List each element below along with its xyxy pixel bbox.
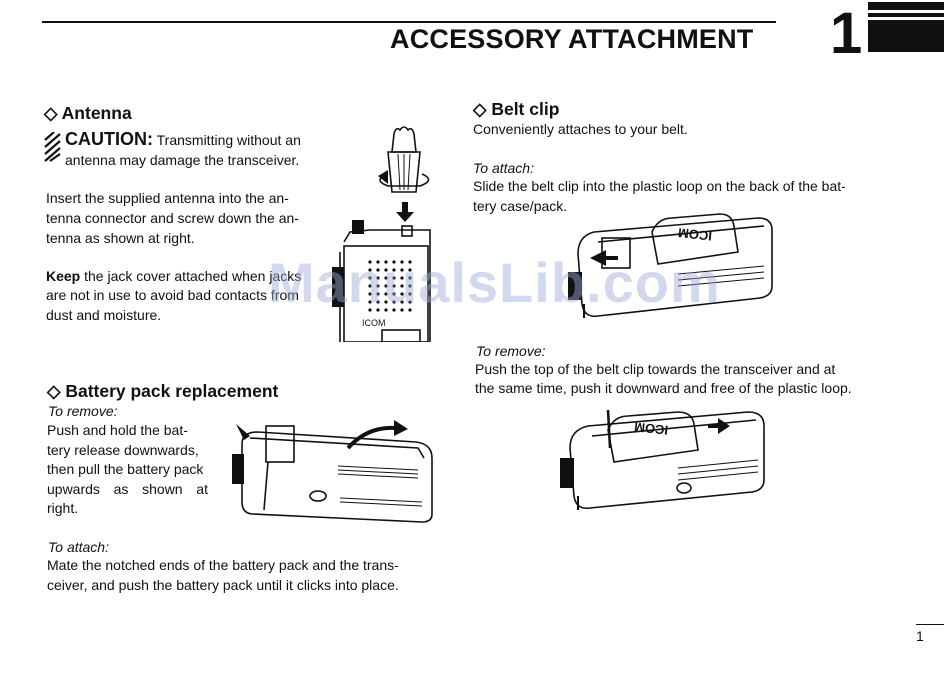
antenna-para1-line1: Insert the supplied antenna into the an- [46,190,289,206]
caution-text-2: antenna may damage the transceiver. [65,152,300,168]
beltclip-attach-line1: Slide the belt clip into the plastic loo… [473,178,846,194]
caution-label: CAUTION: [65,129,153,149]
beltclip-remove-illustration: ICOM [560,409,765,510]
chapter-number: 1 [830,1,863,66]
battery-remove-line2: tery release downwards, [47,442,199,458]
page-title: ACCESSORY ATTACHMENT [390,24,754,54]
page-number-rule [916,624,944,625]
antenna-para2-line3: dust and moisture. [46,307,162,323]
beltclip-heading: ◇ Belt clip [473,99,560,119]
antenna-para2-text1: the jack cover attached when jacks [84,268,302,284]
battery-remove-line1: Push and hold the bat- [47,422,188,438]
page-number: 1 [916,628,924,644]
caution-hatch-icon [44,132,61,162]
antenna-heading: ◇ Antenna [44,103,132,123]
clip-brand-label-1: ICOM [677,225,712,243]
battery-attach-label: To attach: [48,539,109,555]
caution-line-1: CAUTION: Transmitting without an [65,129,301,151]
beltclip-attach-illustration: ICOM [568,213,773,318]
beltclip-attach-line2: tery case/pack. [473,198,568,214]
battery-remove-label: To remove: [48,403,118,419]
beltclip-attach-label: To attach: [473,160,534,176]
keep-word: Keep [46,268,81,284]
beltclip-remove-line2: the same time, push it downward and free… [475,380,852,396]
battery-remove-line3: then pull the battery pack [47,461,204,477]
beltclip-intro: Conveniently attaches to your belt. [473,121,688,137]
battery-attach-line1: Mate the notched ends of the battery pac… [47,557,399,573]
antenna-para1-line3: tenna as shown at right. [46,230,195,246]
watermark: ManualsLib.com [268,251,721,314]
header-rule [42,21,776,23]
antenna-para1-line2: tenna connector and screw down the an- [46,210,299,226]
clip-brand-label-2: ICOM [634,419,669,437]
battery-pack-illustration [232,420,433,523]
battery-heading: ◇ Battery pack replacement [47,381,279,401]
antenna-para2-line1: Keep the jack cover attached when jacks [46,267,301,287]
chapter-tab [868,2,944,52]
beltclip-remove-label: To remove: [476,343,546,359]
battery-attach-line2: ceiver, and push the battery pack until … [47,577,399,593]
battery-remove-line4: upwards as shown at [47,481,208,497]
antenna-illustration: ICOM [332,126,431,342]
caution-text-1: Transmitting without an [156,132,301,148]
radio-brand-label: ICOM [362,318,386,328]
battery-remove-line5: right. [47,500,79,516]
antenna-para2-line2: are not in use to avoid bad contacts fro… [46,287,299,303]
beltclip-remove-line1: Push the top of the belt clip towards th… [475,361,836,377]
